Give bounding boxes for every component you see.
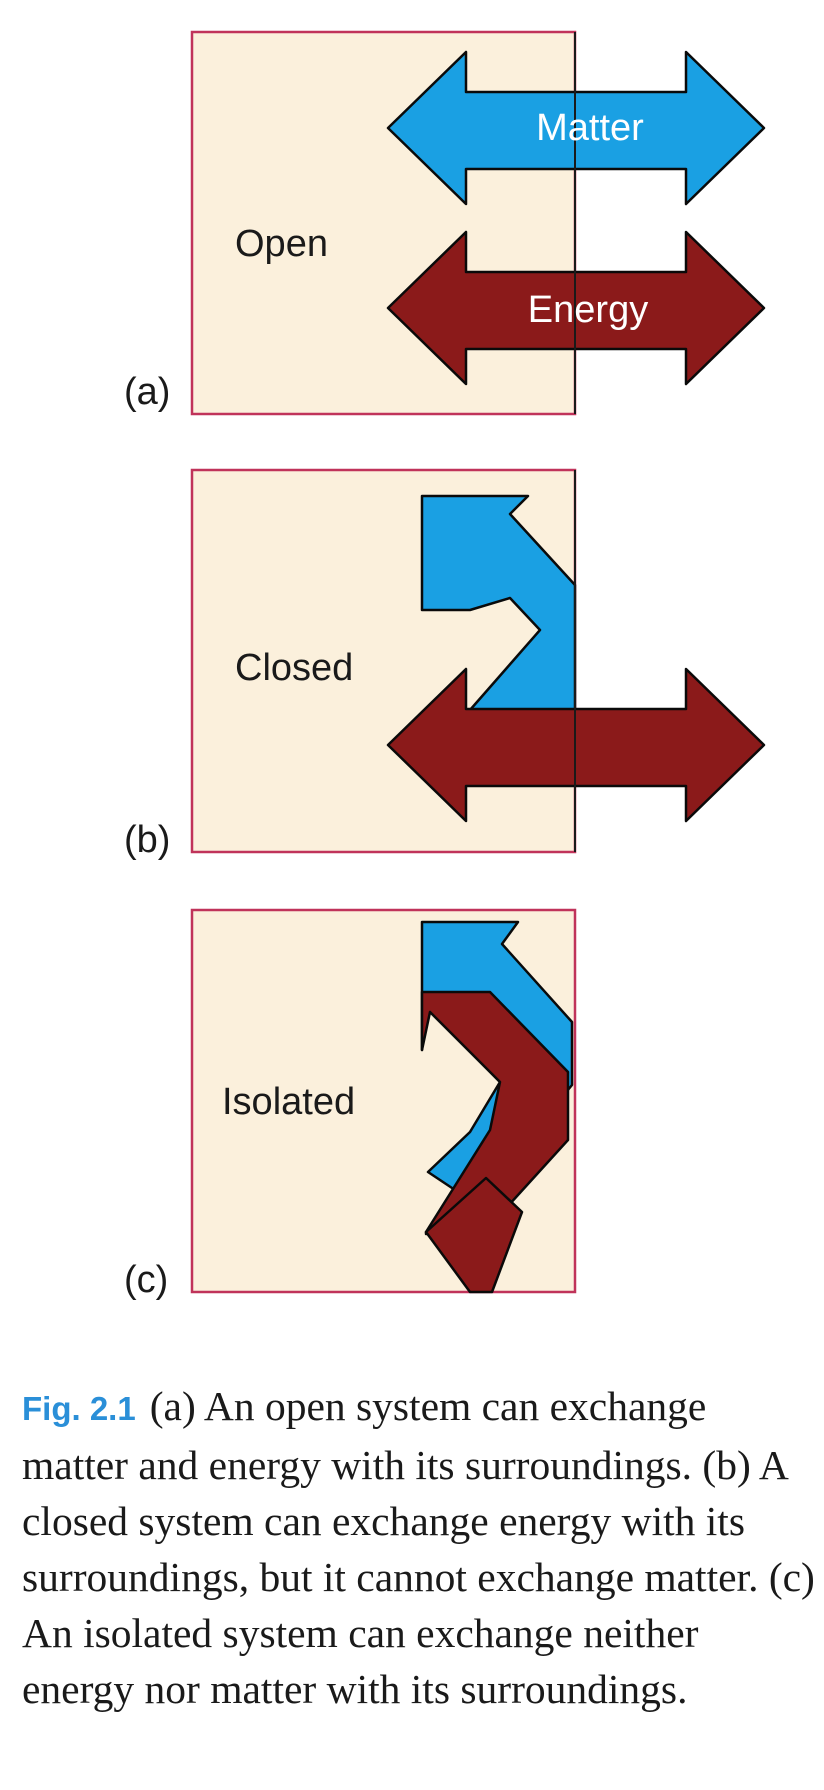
open-title: Open <box>235 223 328 265</box>
caption-text: (a) An open system can exchange matter a… <box>22 1383 815 1712</box>
figure-label: Fig. 2.1 <box>22 1390 136 1427</box>
closed-title: Closed <box>235 647 353 689</box>
energy-arrow-label: Energy <box>528 289 648 331</box>
panel-tag-a: (a) <box>124 371 170 413</box>
panel-closed: Closed (b) <box>124 468 766 861</box>
panel-open: Matter Energy Open (a) <box>124 30 766 416</box>
figure-caption: Fig. 2.1(a) An open system can exchange … <box>22 1378 817 1717</box>
panel-isolated: Isolated (c) <box>124 908 577 1301</box>
energy-arrow-tail-isolated <box>424 1176 524 1294</box>
panel-tag-b: (b) <box>124 819 170 861</box>
panel-tag-c: (c) <box>124 1259 168 1301</box>
matter-arrow-label: Matter <box>536 107 644 149</box>
isolated-title: Isolated <box>222 1081 355 1123</box>
